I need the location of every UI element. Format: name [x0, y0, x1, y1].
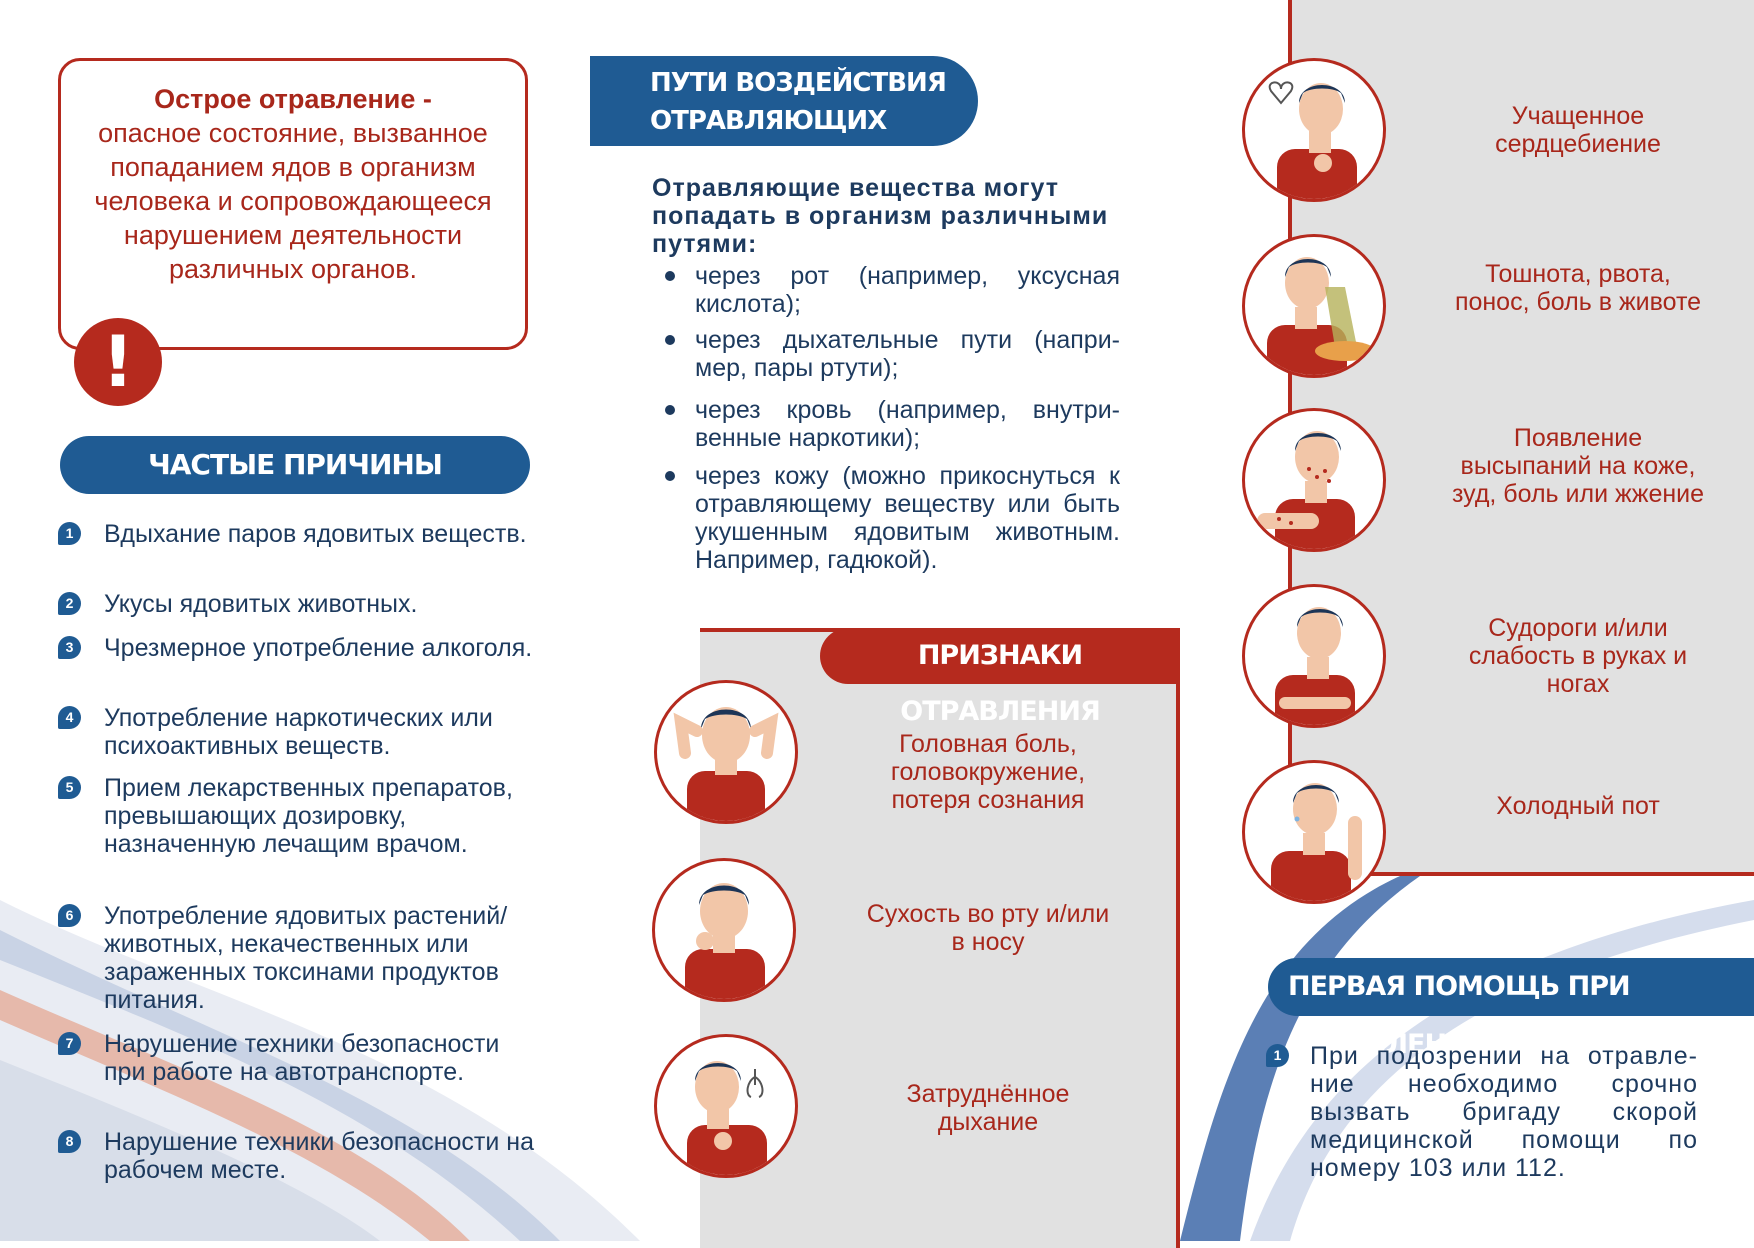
symptom-label: Холодный пот — [1496, 792, 1660, 820]
symptom-label: Судороги и/или слабость в руках и ногах — [1468, 614, 1688, 698]
cause-number-badge: 6 — [58, 904, 81, 927]
cause-number-badge: 1 — [58, 522, 81, 545]
symptom-label: Сухость во рту и/или в носу — [866, 900, 1110, 956]
heartbeat-person-icon — [1242, 58, 1386, 202]
routes-heading: ПУТИ ВОЗДЕЙСТВИЯ ОТРАВЛЯЮЩИХ ВЕЩЕСТВ — [590, 56, 978, 174]
route-text: через кожу (можно прикоснуться к отравля… — [695, 462, 1120, 574]
cause-text: Употребление ядовитых растений/животных,… — [104, 902, 508, 1014]
symptom-label: Появление высыпаний на коже, зуд, боль и… — [1451, 424, 1705, 508]
first-aid-heading: ПЕРВАЯ ПОМОЩЬ ПРИ ОТРАВЛЕНИИ — [1268, 958, 1754, 1060]
signs-heading-background — [820, 628, 1180, 684]
route-text: через рот (например, уксусная кислота); — [695, 262, 1120, 318]
cause-number-badge: 5 — [58, 776, 81, 799]
rash-person-icon — [1242, 408, 1386, 552]
cause-number-badge: 8 — [58, 1130, 81, 1153]
definition-box — [58, 58, 528, 350]
definition-text: Острое отравление - опасное состояние, в… — [78, 82, 508, 286]
cause-text: Нарушение техники безопасности при работ… — [104, 1030, 500, 1086]
cause-text: Вдыхание паров ядовитых веществ. — [104, 520, 527, 548]
cold-sweat-person-icon — [1242, 760, 1386, 904]
headache-person-icon — [654, 680, 798, 824]
cause-text: Укусы ядовитых животных. — [104, 590, 418, 618]
routes-heading-line1: ПУТИ ВОЗДЕЙСТВИЯ — [650, 68, 947, 98]
cause-text: Употребление наркотических или психоакти… — [104, 704, 493, 760]
cause-text: Прием лекарственных препаратов, превышаю… — [104, 774, 513, 858]
cause-number-badge: 7 — [58, 1032, 81, 1055]
vomiting-person-icon — [1242, 234, 1386, 378]
bullet-icon — [665, 405, 675, 415]
definition-body: опасное состояние, вызванное попаданием … — [94, 118, 492, 284]
first-aid-item-1: 1 — [1266, 1042, 1290, 1067]
signs-heading: ПРИЗНАКИ ОТРАВЛЕНИЯ — [900, 640, 1101, 727]
route-text: через дыхательные пути (напри-мер, пары … — [695, 326, 1120, 382]
definition-title: Острое отравление - — [154, 84, 432, 114]
breathing-difficulty-person-icon — [654, 1034, 798, 1178]
cause-text: Чрезмерное употребление алкоголя. — [104, 634, 533, 662]
cause-text: Нарушение техники безопасности на рабоче… — [104, 1128, 535, 1184]
route-text: через кровь (например, внутри-венные нар… — [695, 396, 1120, 452]
causes-heading: ЧАСТЫЕ ПРИЧИНЫ ОТРАВЛЕНИЙ — [60, 436, 530, 539]
first-aid-number-badge: 1 — [1266, 1044, 1289, 1067]
bullet-icon — [665, 335, 675, 345]
symptom-label: Тошнота, рвота, понос, боль в животе — [1454, 260, 1702, 316]
dry-mouth-person-icon — [652, 858, 796, 1002]
exclamation-icon: ! — [74, 318, 162, 406]
bullet-icon — [665, 271, 675, 281]
bullet-icon — [665, 471, 675, 481]
routes-heading-line2: ОТРАВЛЯЮЩИХ ВЕЩЕСТВ — [650, 106, 887, 174]
symptom-label: Головная боль, головокружение, потеря со… — [890, 730, 1086, 814]
symptom-label: Учащенное сердцебиение — [1495, 102, 1661, 158]
weakness-person-icon — [1242, 584, 1386, 728]
first-aid-text: При подозрении на отравле-ние необходимо… — [1310, 1042, 1698, 1182]
symptom-label: Затруднённое дыхание — [906, 1080, 1070, 1136]
routes-intro: Отравляющие вещества могут попадать в ор… — [652, 174, 1109, 258]
cause-number-badge: 3 — [58, 636, 81, 659]
cause-number-badge: 4 — [58, 706, 81, 729]
cause-number-badge: 2 — [58, 592, 81, 615]
